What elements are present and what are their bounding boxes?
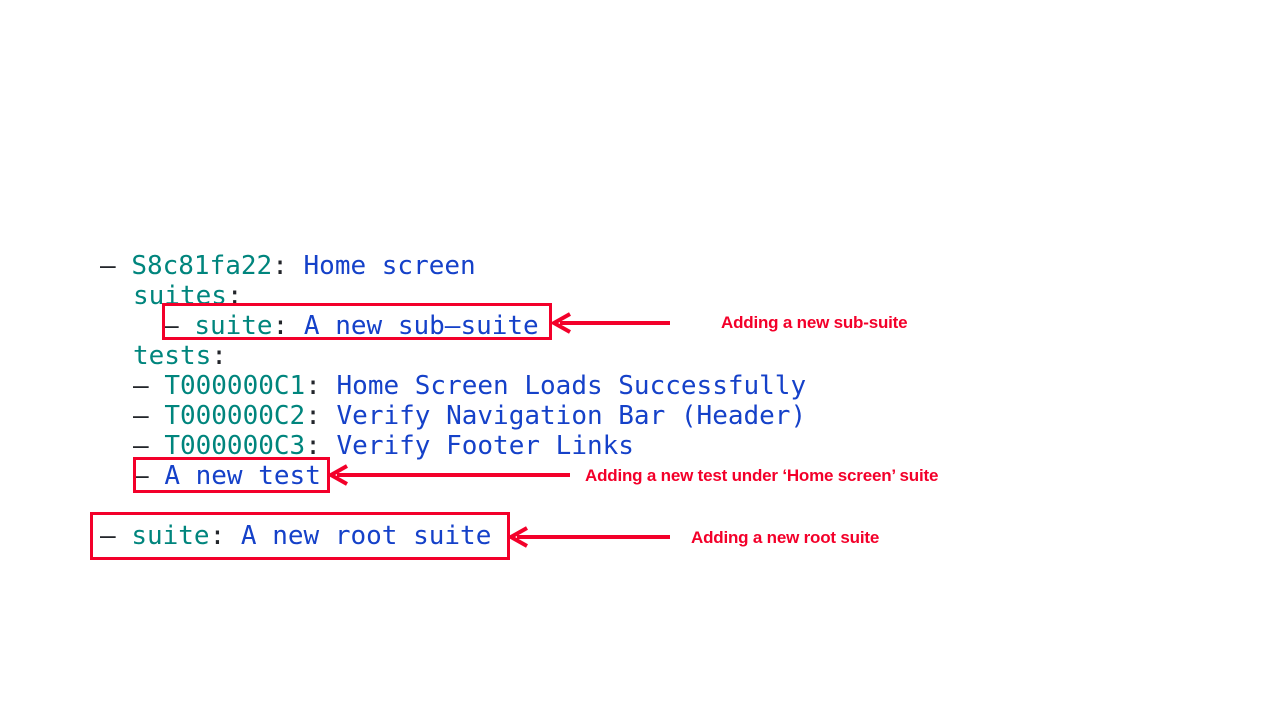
- tests-key-line: tests:: [133, 341, 227, 371]
- highlight-box-new-root-suite: [90, 512, 510, 560]
- sub-suite-line: – suite: A new sub–suite: [163, 311, 539, 341]
- tests-key-label: tests: [133, 341, 212, 371]
- test-id: T000000C2: [164, 401, 306, 431]
- list-bullet-dash: –: [100, 251, 116, 281]
- list-bullet-dash: –: [133, 431, 149, 461]
- spacer: [288, 251, 304, 281]
- list-bullet-dash: –: [133, 401, 149, 431]
- spacer: [321, 371, 337, 401]
- sub-suite-title: A new sub–suite: [303, 311, 539, 341]
- highlight-box-new-test: [133, 457, 330, 493]
- spacer: [149, 371, 165, 401]
- root-suite-title: Home screen: [303, 251, 476, 281]
- annotation-arrow-new-test: [326, 464, 572, 486]
- test-id: T000000C3: [164, 431, 306, 461]
- colon-separator: :: [305, 431, 321, 461]
- test-row: – T000000C3: Verify Footer Links: [133, 431, 634, 461]
- annotation-label-new-test: Adding a new test under ‘Home screen’ su…: [585, 466, 939, 485]
- spacer: [321, 401, 337, 431]
- new-root-suite-title: A new root suite: [240, 521, 492, 551]
- suites-key-label: suites: [133, 281, 227, 311]
- list-bullet-dash: –: [133, 371, 149, 401]
- sub-suite-key-label: suite: [194, 311, 273, 341]
- annotation-label-sub-suite: Adding a new sub-suite: [721, 313, 908, 332]
- test-title: Verify Footer Links: [336, 431, 634, 461]
- list-bullet-dash: –: [100, 521, 116, 551]
- colon-separator: :: [272, 251, 288, 281]
- annotation-arrow-new-root-suite: [506, 526, 672, 548]
- colon-separator: :: [209, 521, 226, 551]
- root-suite-id: S8c81fa22: [131, 251, 273, 281]
- test-row: – T000000C1: Home Screen Loads Successfu…: [133, 371, 806, 401]
- list-bullet-dash: –: [163, 311, 179, 341]
- new-test-line: – A new test: [133, 461, 321, 491]
- colon-separator: :: [211, 341, 227, 371]
- colon-separator: :: [305, 371, 321, 401]
- spacer: [149, 401, 165, 431]
- new-root-suite-line: – suite: A new root suite: [100, 521, 491, 551]
- highlight-box-sub-suite: [162, 303, 552, 340]
- new-root-suite-key-label: suite: [131, 521, 210, 551]
- test-title: Verify Navigation Bar (Header): [336, 401, 807, 431]
- list-bullet-dash: –: [133, 461, 149, 491]
- new-test-title: A new test: [164, 461, 321, 491]
- colon-separator: :: [272, 311, 289, 341]
- annotation-label-new-root-suite: Adding a new root suite: [691, 528, 880, 547]
- test-row: – T000000C2: Verify Navigation Bar (Head…: [133, 401, 806, 431]
- spacer: [116, 251, 132, 281]
- root-suite-line: – S8c81fa22: Home screen: [100, 251, 476, 281]
- colon-separator: :: [305, 401, 321, 431]
- test-id: T000000C1: [164, 371, 306, 401]
- test-title: Home Screen Loads Successfully: [336, 371, 807, 401]
- annotation-arrow-sub-suite: [549, 312, 672, 334]
